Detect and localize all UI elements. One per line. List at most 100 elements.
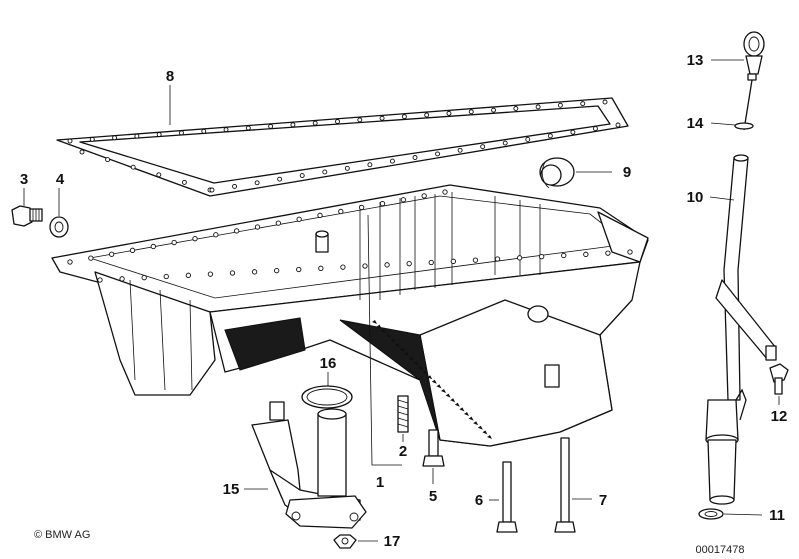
gasket-bolt-holes <box>67 99 621 193</box>
bolt-hole <box>446 110 452 116</box>
bolt-hole <box>494 256 501 262</box>
pan-tooth <box>473 421 479 426</box>
bolt-hole <box>516 255 523 261</box>
pan-tooth <box>381 329 387 334</box>
bolt-hole <box>201 128 207 134</box>
bolt-hole <box>67 138 73 144</box>
bolt-hole <box>254 180 260 186</box>
bolt-hole <box>535 104 541 110</box>
drawing-number: 00017478 <box>696 544 745 556</box>
pan-tooth <box>454 402 460 407</box>
callout-14: 14 <box>687 115 704 132</box>
grommet <box>539 157 575 189</box>
bolt-hole <box>525 136 531 142</box>
short-bolt <box>422 429 445 467</box>
bolt-hole <box>254 224 261 230</box>
bolt-hole <box>605 250 611 256</box>
bolt-hole <box>163 273 169 280</box>
bolt-hole <box>406 261 412 267</box>
pan-tooth <box>385 333 391 338</box>
pan-tooth <box>390 338 396 343</box>
bolt-hole <box>362 263 368 269</box>
bolt-hole <box>592 126 598 132</box>
bolt-hole <box>130 164 136 170</box>
bolt-hole <box>79 149 85 155</box>
pan-tooth <box>482 430 488 435</box>
bolt-hole <box>344 165 350 171</box>
callout-13: 13 <box>687 52 704 69</box>
dipstick-guide-tube <box>705 154 777 505</box>
dipstick-o-ring <box>734 122 754 130</box>
long-bolt-7 <box>554 437 576 533</box>
bolt-hole <box>223 127 229 133</box>
bolt-hole <box>472 257 479 263</box>
callout-10: 10 <box>687 189 704 206</box>
bolt-hole <box>290 122 296 128</box>
bolt-hole <box>570 129 576 135</box>
oil-pump-suction-pipe <box>251 401 367 529</box>
bolt-hole <box>251 269 258 275</box>
bolt-hole <box>299 173 305 179</box>
bolt-hole <box>615 122 621 128</box>
bolt-hole <box>561 252 567 259</box>
pan-tooth <box>464 412 469 416</box>
bolt-hole <box>424 112 430 118</box>
bolt-hole <box>129 247 136 253</box>
bolt-hole <box>602 99 608 105</box>
callout-16: 16 <box>320 355 337 372</box>
pan-tooth <box>413 361 419 366</box>
bolt-hole <box>141 275 147 281</box>
bolt-hole <box>457 147 463 153</box>
bolt-hole <box>400 197 406 203</box>
bolt-hole <box>312 120 318 126</box>
bolt-hole <box>340 264 346 270</box>
bolt-hole <box>156 172 162 178</box>
pan-tooth <box>376 324 382 329</box>
pan-tooth <box>445 393 451 398</box>
pan-tooth <box>418 366 423 370</box>
callout-labels: 1 2 3 4 5 6 7 8 9 10 11 12 13 14 15 16 1… <box>20 52 788 550</box>
tube-bolt <box>769 363 789 395</box>
o-ring <box>301 385 353 409</box>
bolt-hole <box>557 102 563 108</box>
bolt-hole <box>274 268 280 274</box>
pan-tooth <box>372 320 377 324</box>
oil-pan-bottom-teeth <box>372 320 492 439</box>
pan-tooth <box>487 435 492 439</box>
callout-15: 15 <box>223 481 240 498</box>
pan-tooth <box>427 375 433 380</box>
copyright-text: © BMW AG <box>34 529 90 541</box>
oil-pan-gasket <box>56 97 629 197</box>
bolt-hole <box>491 107 496 113</box>
bolt-hole <box>150 243 156 250</box>
callout-9: 9 <box>623 164 631 181</box>
dipstick <box>743 31 765 131</box>
callout-2: 2 <box>399 443 407 460</box>
callout-8: 8 <box>166 68 174 85</box>
callout-1: 1 <box>376 474 384 491</box>
bolt-hole <box>384 262 390 268</box>
pan-tooth <box>395 343 400 347</box>
long-bolt-6 <box>496 461 518 533</box>
bolt-hole <box>88 255 94 261</box>
bolt-hole <box>296 216 302 222</box>
bolt-hole <box>185 272 191 278</box>
bolt-hole <box>229 270 236 276</box>
bolt-hole <box>171 239 177 246</box>
bolt-hole <box>134 133 140 139</box>
tube-sealing-ring <box>698 508 724 520</box>
callout-3: 3 <box>20 171 28 188</box>
nut <box>333 534 357 549</box>
bolt-hole <box>539 254 545 260</box>
callout-4: 4 <box>56 171 65 188</box>
pan-tooth <box>431 379 437 384</box>
bolt-hole <box>317 212 323 218</box>
bolt-hole <box>580 101 586 107</box>
bolt-hole <box>275 220 281 226</box>
bolt-hole <box>156 132 162 137</box>
pan-tooth <box>399 347 405 352</box>
bolt-hole <box>421 193 427 199</box>
bolt-hole <box>412 155 418 160</box>
bolt-hole <box>401 114 407 120</box>
